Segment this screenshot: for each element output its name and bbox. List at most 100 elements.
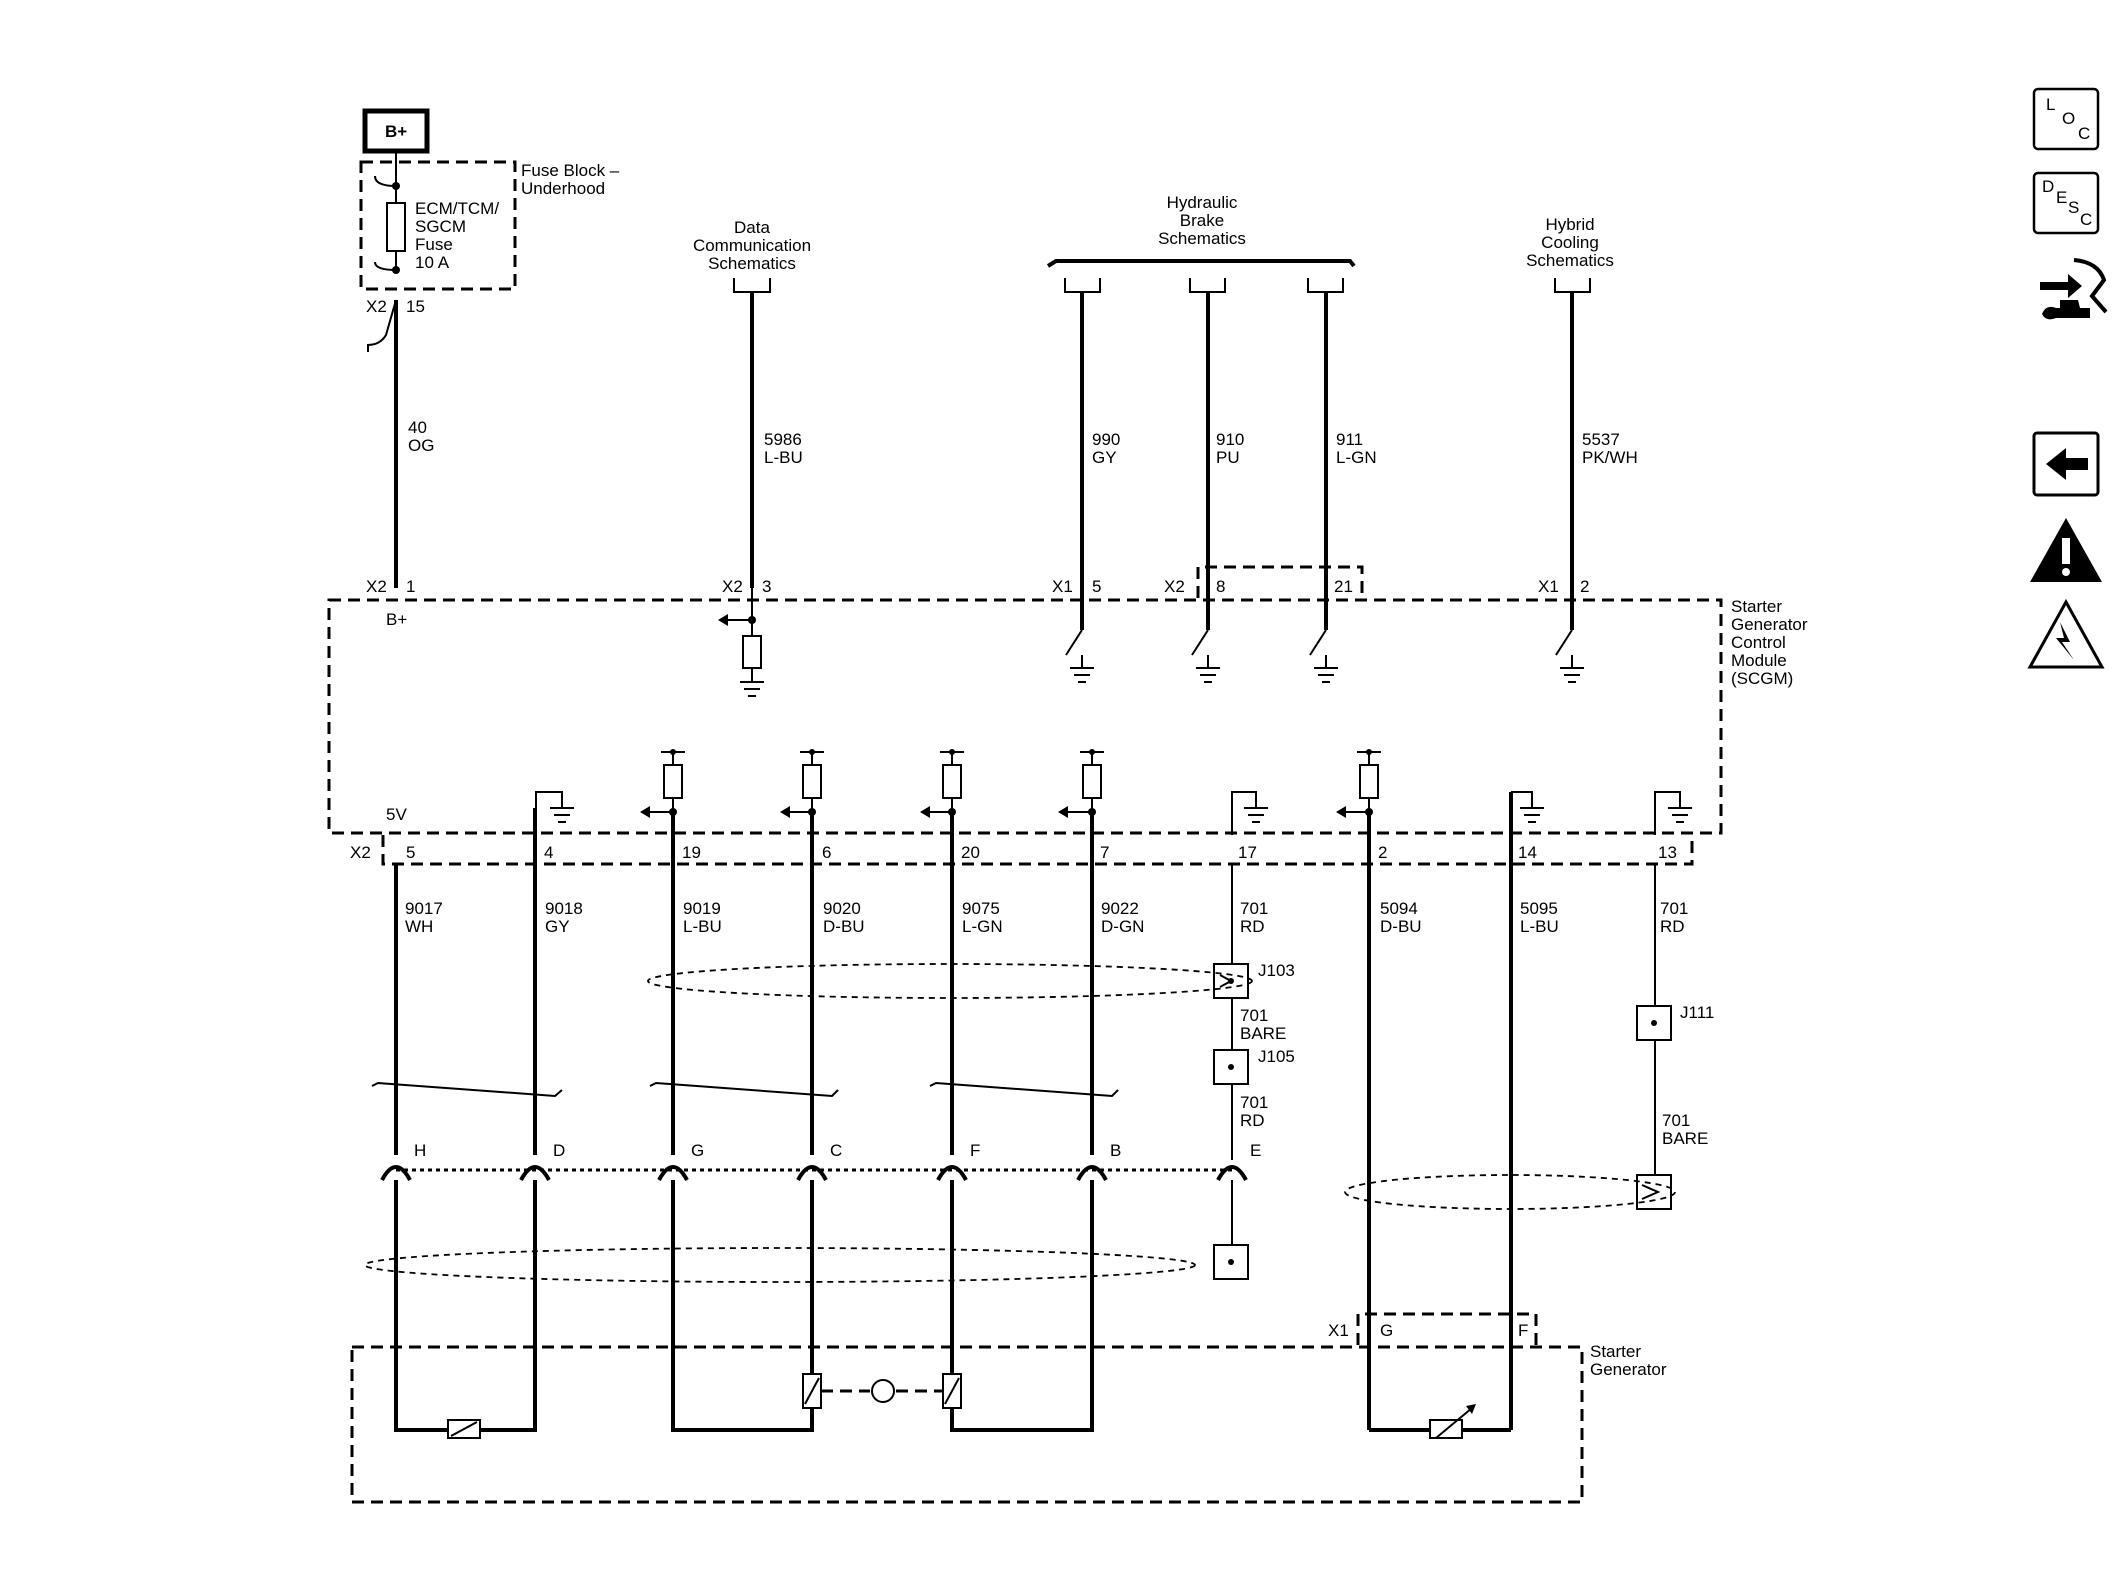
svg-text:701: 701 xyxy=(1240,1006,1268,1025)
scgm-module-box xyxy=(327,598,1723,835)
lower-connector-x2: X2 xyxy=(350,843,371,862)
svg-text:X1: X1 xyxy=(1538,577,1559,596)
svg-text:Module: Module xyxy=(1731,651,1787,670)
svg-text:5: 5 xyxy=(406,843,415,862)
warning-icon[interactable] xyxy=(2030,518,2102,582)
hydraulic-brake-ref: Hydraulic Brake Schematics xyxy=(1046,193,1356,293)
svg-text:990: 990 xyxy=(1092,430,1120,449)
circuit-910-label: 910 PU xyxy=(1216,430,1244,467)
five-volt-label: 5V xyxy=(386,805,407,824)
svg-text:6: 6 xyxy=(822,843,831,862)
svg-text:(SCGM): (SCGM) xyxy=(1731,669,1793,688)
back-arrow-icon[interactable] xyxy=(2032,431,2100,497)
wires-to-starter-generator xyxy=(394,1180,1511,1439)
fuse-symbol xyxy=(386,202,406,252)
svg-text:X2: X2 xyxy=(1164,577,1185,596)
svg-text:PU: PU xyxy=(1216,448,1240,467)
svg-text:9022: 9022 xyxy=(1101,899,1139,918)
connector-wrench-icon[interactable] xyxy=(2040,258,2108,320)
svg-text:5986: 5986 xyxy=(764,430,802,449)
svg-text:Generator: Generator xyxy=(1731,615,1808,634)
x1-connector-bracket xyxy=(1356,1312,1538,1345)
svg-text:O: O xyxy=(2062,109,2075,128)
svg-text:3: 3 xyxy=(762,577,771,596)
desc-icon[interactable]: D E S C xyxy=(2032,171,2100,235)
svg-text:14: 14 xyxy=(1518,843,1537,862)
svg-text:ECM/TCM/: ECM/TCM/ xyxy=(415,199,499,218)
fuse-pin-15: 15 xyxy=(406,297,425,316)
lower-connector-bracket xyxy=(381,835,1694,866)
circuit-5537-label: 5537 PK/WH xyxy=(1582,430,1638,467)
circuit-40-label: 40 OG xyxy=(408,418,434,455)
svg-text:BARE: BARE xyxy=(1662,1129,1708,1148)
svg-text:X1: X1 xyxy=(1052,577,1073,596)
svg-text:H: H xyxy=(414,1141,426,1160)
svg-text:B: B xyxy=(1110,1141,1121,1160)
pin-g-label: G xyxy=(1380,1321,1393,1340)
data-comm-internal xyxy=(718,588,764,697)
svg-text:RD: RD xyxy=(1660,917,1685,936)
svg-text:9019: 9019 xyxy=(683,899,721,918)
svg-text:Starter: Starter xyxy=(1731,597,1782,616)
splice-j105: J105 xyxy=(1258,1047,1295,1066)
lower-internal-circuits xyxy=(535,749,1692,835)
svg-text:L: L xyxy=(2046,95,2055,114)
svg-text:40: 40 xyxy=(408,418,427,437)
svg-text:2: 2 xyxy=(1580,577,1589,596)
svg-text:5: 5 xyxy=(1092,577,1101,596)
svg-text:Fuse Block –: Fuse Block – xyxy=(521,161,620,180)
svg-text:Underhood: Underhood xyxy=(521,179,605,198)
svg-text:L-BU: L-BU xyxy=(1520,917,1559,936)
svg-text:17: 17 xyxy=(1238,843,1257,862)
svg-text:L-GN: L-GN xyxy=(1336,448,1377,467)
circuit-701-chain: J103 701 BARE J105 701 RD xyxy=(1213,864,1295,1160)
svg-text:20: 20 xyxy=(961,843,980,862)
svg-text:5095: 5095 xyxy=(1520,899,1558,918)
svg-text:5537: 5537 xyxy=(1582,430,1620,449)
svg-text:910: 910 xyxy=(1216,430,1244,449)
scgm-module-label: Starter Generator Control Module (SCGM) xyxy=(1731,597,1808,688)
svg-text:Control: Control xyxy=(1731,633,1786,652)
svg-text:X2: X2 xyxy=(722,577,743,596)
twisted-pair-marks xyxy=(371,1081,1119,1098)
svg-text:9075: 9075 xyxy=(962,899,1000,918)
bplus-internal-label: B+ xyxy=(386,610,407,629)
svg-text:Schematics: Schematics xyxy=(1526,251,1614,270)
svg-text:GY: GY xyxy=(1092,448,1117,467)
svg-text:911: 911 xyxy=(1336,430,1363,449)
svg-text:F: F xyxy=(970,1141,980,1160)
data-communication-ref: Data Communication Schematics xyxy=(693,218,811,293)
svg-text:D-BU: D-BU xyxy=(1380,917,1422,936)
lower-circuit-labels: 9017 WH 9018 GY 9019 L-BU 9020 D-BU 9075… xyxy=(405,899,1688,936)
inline-connector-pins: H D G C F B E xyxy=(380,1141,1261,1181)
fuse-block-box xyxy=(359,160,517,291)
svg-text:701: 701 xyxy=(1240,1093,1268,1112)
svg-text:8: 8 xyxy=(1216,577,1225,596)
shield-lower-main xyxy=(364,1247,1196,1283)
loc-icon[interactable]: L O C xyxy=(2032,87,2100,151)
shield-upper-j103 xyxy=(647,963,1253,999)
starter-generator-label: Starter Generator xyxy=(1590,1342,1667,1379)
svg-text:13: 13 xyxy=(1658,843,1677,862)
svg-text:Fuse: Fuse xyxy=(415,235,453,254)
svg-text:BARE: BARE xyxy=(1240,1024,1286,1043)
svg-text:C: C xyxy=(2078,124,2090,143)
battery-positive-box: B+ xyxy=(362,108,430,154)
svg-text:Schematics: Schematics xyxy=(708,254,796,273)
svg-text:701: 701 xyxy=(1240,899,1268,918)
svg-text:L-BU: L-BU xyxy=(764,448,803,467)
svg-text:WH: WH xyxy=(405,917,433,936)
svg-text:Brake: Brake xyxy=(1180,211,1224,230)
svg-text:Generator: Generator xyxy=(1590,1360,1667,1379)
svg-text:Cooling: Cooling xyxy=(1541,233,1599,252)
electrical-hazard-icon[interactable] xyxy=(2027,598,2105,669)
svg-text:S: S xyxy=(2068,198,2079,217)
lower-pin-labels: 5 4 19 6 20 7 17 2 14 13 xyxy=(406,843,1677,862)
svg-text:C: C xyxy=(2080,210,2092,229)
svg-text:Hybrid: Hybrid xyxy=(1545,215,1594,234)
hybrid-cooling-ref: Hybrid Cooling Schematics xyxy=(1526,215,1614,293)
svg-text:RD: RD xyxy=(1240,1111,1265,1130)
svg-text:21: 21 xyxy=(1334,577,1353,596)
svg-text:D-BU: D-BU xyxy=(823,917,865,936)
circuit-911-label: 911 L-GN xyxy=(1336,430,1377,467)
